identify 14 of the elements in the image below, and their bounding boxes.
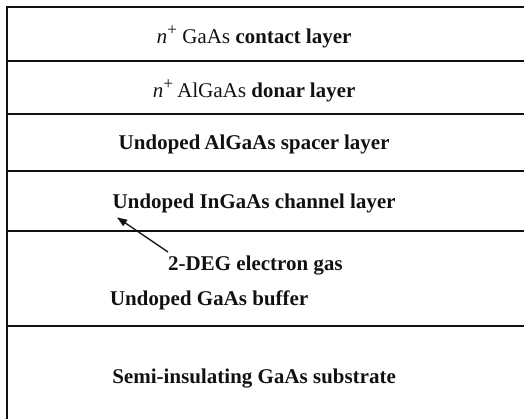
leader-arrow (117, 217, 168, 253)
semiconductor-layer (6, 6, 524, 60)
semiconductor-layer (6, 325, 524, 419)
layer-label: Semi-insulating GaAs substrate (112, 364, 396, 388)
layer-label: 2-DEG electron gas (168, 250, 343, 276)
layer-label: Undoped GaAs buffer (110, 286, 308, 311)
semiconductor-layer (6, 170, 524, 230)
layer-label: Undoped AlGaAs spacer layer (118, 130, 390, 155)
layer-label: n$^{+}$ GaAs contact layer (156, 19, 352, 49)
layer-label: Undoped InGaAs channel layer (112, 188, 396, 214)
semiconductor-layer (6, 113, 524, 170)
layer-label: n$^{+}$ AlGaAs donar layer (152, 72, 356, 102)
semiconductor-layer (6, 230, 524, 325)
semiconductor-layer (6, 60, 524, 113)
